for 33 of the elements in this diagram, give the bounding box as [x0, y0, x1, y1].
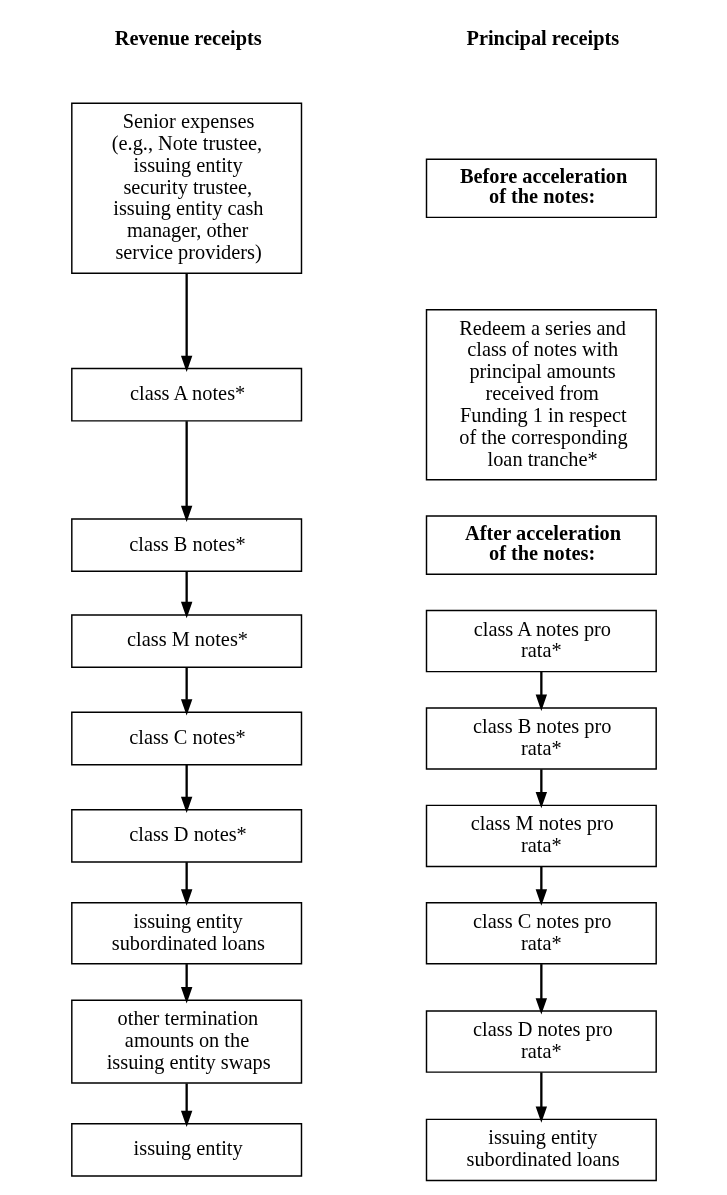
- node-box: class M notes*: [70, 614, 302, 668]
- node-box: After acceleration of the notes:: [425, 515, 657, 575]
- node-box: class C notes pro rata*: [425, 902, 657, 965]
- arrow: [535, 1072, 547, 1123]
- arrow: [180, 667, 192, 716]
- arrow: [535, 671, 547, 711]
- node-box: other termination amounts on the issuing entity swaps: [70, 999, 302, 1084]
- node-box: Before acceleration of the notes:: [425, 158, 657, 219]
- arrow: [180, 862, 192, 906]
- node-box: class C notes*: [70, 711, 302, 766]
- node-box: class B notes*: [70, 518, 302, 573]
- label: Principal receipts: [465, 26, 619, 49]
- node-box: class D notes*: [70, 809, 302, 863]
- node-box: Senior expenses (e.g., Note trustee, issuing entity security trustee, issuing entity cash manager, other service providers): [70, 102, 302, 275]
- arrow: [535, 964, 547, 1015]
- arrow: [535, 866, 547, 906]
- node-box: class M notes pro rata*: [425, 804, 657, 868]
- arrow: [180, 1083, 192, 1127]
- arrow: [180, 421, 192, 523]
- arrow: [180, 571, 192, 619]
- node-box: class D notes pro rata*: [425, 1010, 657, 1073]
- arrow: [180, 273, 192, 372]
- node-box: issuing entity subordinated loans: [70, 902, 302, 965]
- label: Revenue receipts: [114, 26, 262, 49]
- node-box: Redeem a series and class of notes with principal amounts received from Funding 1 in respect of the corresponding loan tranche*: [425, 308, 657, 481]
- node-box: class B notes pro rata*: [425, 707, 657, 770]
- node-box: issuing entity: [70, 1123, 302, 1177]
- arrow: [180, 964, 192, 1004]
- node-box: class A notes*: [70, 367, 302, 422]
- arrow: [535, 769, 547, 809]
- node-box: class A notes pro rata*: [425, 609, 657, 673]
- arrow: [180, 764, 192, 813]
- node-box: issuing entity subordinated loans: [425, 1118, 657, 1182]
